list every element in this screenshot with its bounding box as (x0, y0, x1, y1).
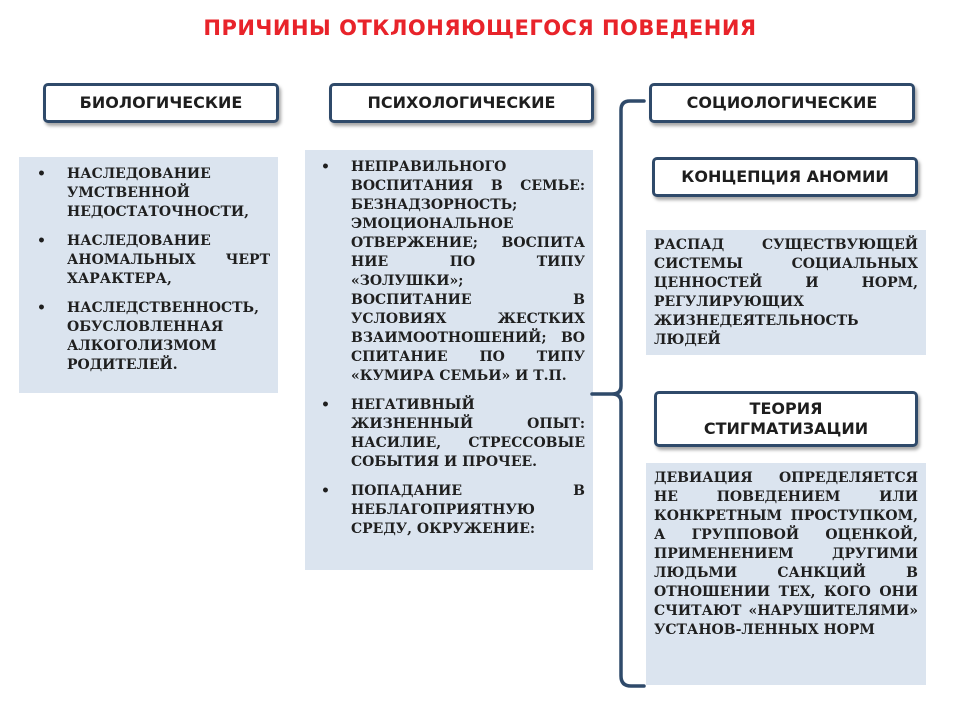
anomie-panel: РАСПАД СУЩЕСТВУЮЩЕЙ СИСТЕМЫ СОЦИАЛЬНЫХ Ц… (646, 230, 926, 355)
list-item-text: НАСЛЕДОВАНИЕ УМСТВЕННОЙ НЕДОСТАТОЧНОСТИ, (67, 166, 249, 220)
header-anomie-label: КОНЦЕПЦИЯ АНОМИИ (681, 167, 889, 186)
list-item: • НЕПРАВИЛЬНОГО ВОСПИТАНИЯ В СЕМЬЕ: БЕЗН… (313, 158, 585, 386)
list-item-text: НАСЛЕДСТВЕННОСТЬ, ОБУСЛОВЛЕННАЯ АЛКОГОЛИ… (67, 300, 259, 373)
list-item: • ПОПАДАНИЕ В НЕБЛАГОПРИЯТНУЮ СРЕДУ, ОКР… (313, 482, 585, 539)
bullet-icon: • (321, 159, 330, 175)
biological-panel: • НАСЛЕДОВАНИЕ УМСТВЕННОЙ НЕДОСТАТОЧНОСТ… (19, 157, 278, 393)
anomie-description: РАСПАД СУЩЕСТВУЮЩЕЙ СИСТЕМЫ СОЦИАЛЬНЫХ Ц… (654, 237, 918, 348)
list-item-text: НЕГАТИВНЫЙ ЖИЗНЕННЫЙ ОПЫТ: НАСИЛИЕ, СТРЕ… (351, 397, 585, 470)
header-biological-label: БИОЛОГИЧЕСКИЕ (79, 93, 243, 112)
header-sociological-label: СОЦИОЛОГИЧЕСКИЕ (686, 93, 878, 112)
header-sociological: СОЦИОЛОГИЧЕСКИЕ (649, 83, 915, 123)
header-anomie: КОНЦЕПЦИЯ АНОМИИ (652, 157, 918, 197)
header-psychological-label: ПСИХОЛОГИЧЕСКИЕ (367, 93, 556, 112)
header-stigma: ТЕОРИЯ СТИГМАТИЗАЦИИ (654, 391, 918, 447)
header-stigma-label: ТЕОРИЯ СТИГМАТИЗАЦИИ (703, 399, 869, 438)
bullet-icon: • (321, 397, 330, 413)
list-item-text: ПОПАДАНИЕ В НЕБЛАГОПРИЯТНУЮ СРЕДУ, ОКРУЖ… (351, 483, 585, 537)
bullet-icon: • (37, 300, 46, 316)
psychological-panel: • НЕПРАВИЛЬНОГО ВОСПИТАНИЯ В СЕМЬЕ: БЕЗН… (305, 150, 593, 570)
brace-line (590, 99, 646, 688)
bullet-icon: • (37, 233, 46, 249)
list-item: • НАСЛЕДОВАНИЕ АНОМАЛЬНЫХ ЧЕРТ ХАРАКТЕРА… (29, 232, 270, 289)
header-psychological: ПСИХОЛОГИЧЕСКИЕ (329, 83, 594, 123)
list-item-text: НЕПРАВИЛЬНОГО ВОСПИТАНИЯ В СЕМЬЕ: БЕЗНАД… (351, 159, 585, 384)
list-item-text: НАСЛЕДОВАНИЕ АНОМАЛЬНЫХ ЧЕРТ ХАРАКТЕРА, (67, 233, 270, 287)
stigma-description: ДЕВИАЦИЯ ОПРЕДЕЛЯЕТСЯ НЕ ПОВЕДЕНИЕМ ИЛИ … (654, 470, 918, 638)
bullet-icon: • (321, 483, 330, 499)
list-item: • НЕГАТИВНЫЙ ЖИЗНЕННЫЙ ОПЫТ: НАСИЛИЕ, СТ… (313, 396, 585, 472)
bullet-icon: • (37, 166, 46, 182)
header-biological: БИОЛОГИЧЕСКИЕ (43, 83, 279, 123)
list-item: • НАСЛЕДСТВЕННОСТЬ, ОБУСЛОВЛЕННАЯ АЛКОГО… (29, 299, 270, 375)
page-title: ПРИЧИНЫ ОТКЛОНЯЮЩЕГОСЯ ПОВЕДЕНИЯ (203, 16, 757, 40)
biological-list: • НАСЛЕДОВАНИЕ УМСТВЕННОЙ НЕДОСТАТОЧНОСТ… (29, 165, 270, 375)
stigma-panel: ДЕВИАЦИЯ ОПРЕДЕЛЯЕТСЯ НЕ ПОВЕДЕНИЕМ ИЛИ … (646, 463, 926, 685)
psychological-list: • НЕПРАВИЛЬНОГО ВОСПИТАНИЯ В СЕМЬЕ: БЕЗН… (313, 158, 585, 539)
list-item: • НАСЛЕДОВАНИЕ УМСТВЕННОЙ НЕДОСТАТОЧНОСТ… (29, 165, 270, 222)
